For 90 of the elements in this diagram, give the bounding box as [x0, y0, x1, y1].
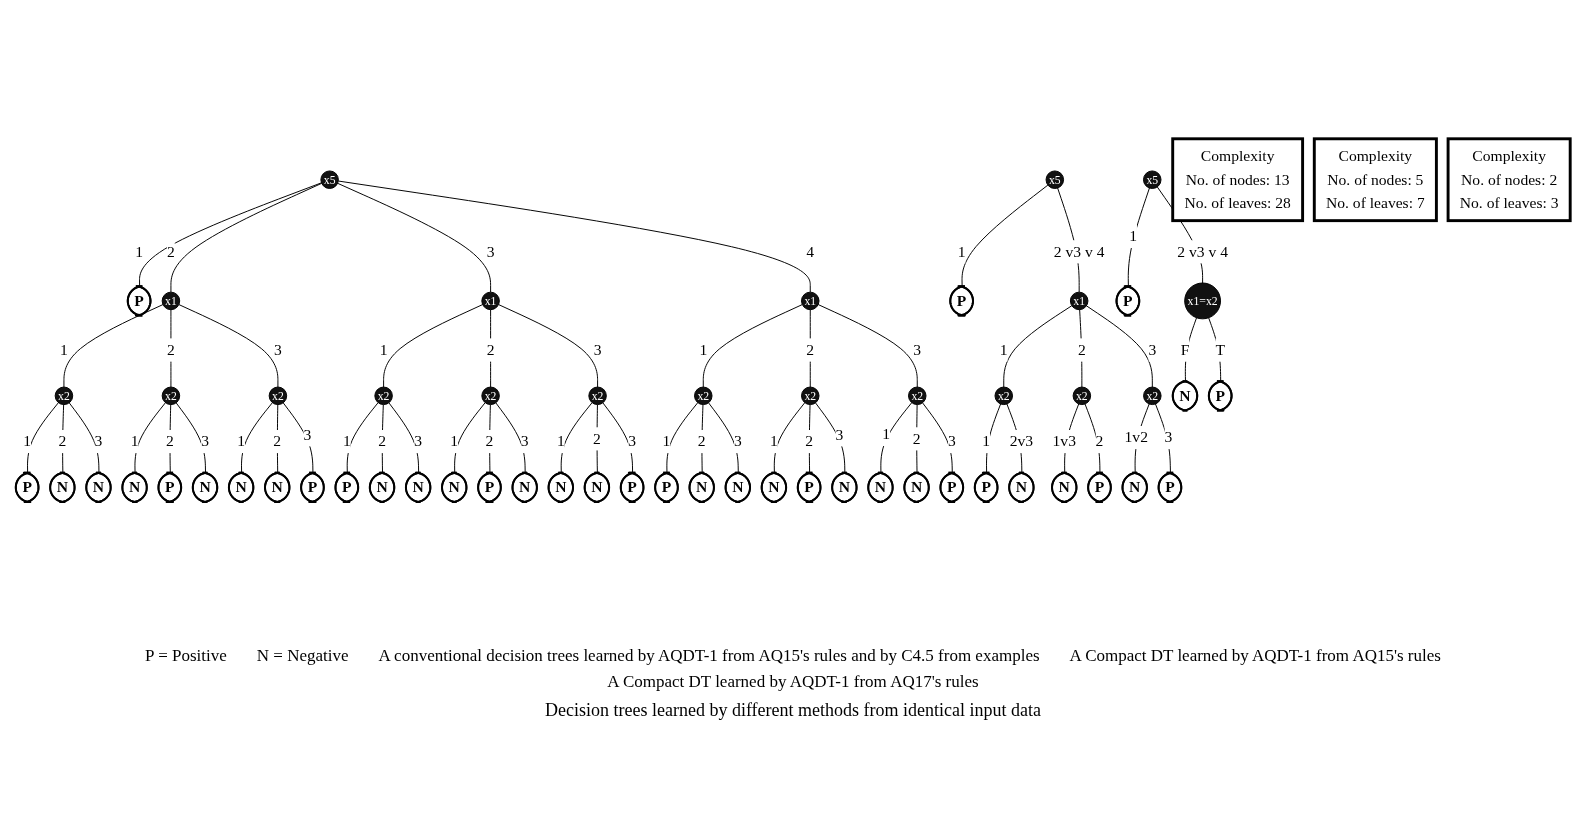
- edge-label: 2: [378, 429, 386, 453]
- complexity-box: Complexity No. of nodes: 13 No. of leaves: 28: [1171, 136, 1305, 222]
- leaf-node: P: [157, 471, 183, 503]
- caption: Decision trees learned by different methods from identical input data: [545, 700, 1041, 721]
- split-node: x2: [801, 386, 820, 405]
- note-text: P = Positive: [145, 646, 227, 666]
- edge-label: 2 v3 v 4: [1053, 239, 1105, 264]
- edge-label: 2 v3 v 4: [1177, 239, 1228, 264]
- leaf-node: N: [441, 471, 468, 503]
- split-node: x2: [908, 386, 927, 405]
- leaf-node: P: [939, 471, 965, 503]
- leaf-node: N: [583, 471, 611, 503]
- leaf-node: N: [831, 471, 858, 503]
- edge-label: 2: [593, 426, 601, 451]
- leaf-node: N: [511, 471, 538, 503]
- edge-label: 2: [805, 429, 814, 453]
- edge-label: 2: [806, 337, 815, 362]
- edge-label: 3: [1164, 425, 1173, 449]
- leaf-node: N: [1008, 471, 1035, 503]
- leaf-node: N: [1121, 471, 1148, 503]
- leaf-node: P: [1207, 379, 1233, 411]
- leaf-node: N: [867, 471, 894, 503]
- note-text: A Compact DT learned by AQDT-1 from AQ15's rules: [1069, 646, 1441, 666]
- split-node: x2: [161, 386, 181, 405]
- split-node: x2: [694, 386, 713, 405]
- split-node: x2: [1143, 386, 1162, 405]
- edge-label: 2: [273, 429, 282, 453]
- leaf-node: N: [49, 471, 76, 503]
- split-node: x1: [1069, 291, 1089, 310]
- split-node: x2: [481, 386, 500, 405]
- leaf-node: P: [619, 471, 645, 503]
- leaf-node: N: [724, 471, 751, 503]
- split-node: x1=x2: [1184, 282, 1221, 319]
- note-text: A Compact DT learned by AQDT-1 from AQ17's rules: [607, 672, 979, 692]
- leaf-node: P: [126, 284, 152, 317]
- leaf-node: P: [300, 471, 325, 503]
- split-node: x2: [588, 386, 607, 405]
- leaf-node: P: [334, 471, 360, 503]
- leaf-node: N: [547, 471, 574, 503]
- leaf-node: P: [796, 471, 822, 503]
- leaf-node: P: [14, 471, 40, 503]
- leaf-node: N: [264, 471, 291, 503]
- leaf-node: N: [1051, 471, 1078, 503]
- split-node: x2: [994, 386, 1013, 405]
- leaf-node: N: [191, 471, 219, 503]
- edge-label: 2: [58, 429, 67, 453]
- leaf-node: N: [1171, 379, 1199, 411]
- complexity-box: Complexity No. of nodes: 2 No. of leaves: 3: [1446, 136, 1572, 222]
- split-node: x1: [801, 291, 820, 310]
- edge-label: 2: [912, 426, 921, 451]
- edge-label: 2: [486, 337, 495, 362]
- edge-label: F: [1180, 337, 1190, 362]
- split-node: x2: [268, 386, 288, 405]
- leaf-node: P: [654, 471, 679, 503]
- edge-label: 1v3: [1052, 429, 1076, 453]
- edge-label: 2v3: [1009, 429, 1034, 453]
- split-node: x1: [481, 291, 500, 310]
- split-node: x2: [374, 386, 393, 405]
- split-node: x2: [1072, 386, 1092, 405]
- leaf-node: N: [903, 471, 930, 503]
- leaf-node: N: [688, 471, 715, 503]
- leaf-node: P: [477, 471, 502, 503]
- leaf-node: P: [1157, 471, 1183, 503]
- edge-label: 1: [1129, 224, 1137, 248]
- leaf-node: P: [949, 284, 974, 317]
- split-node: x5: [1045, 170, 1065, 189]
- leaf-node: N: [227, 471, 255, 503]
- edge-label: 2: [167, 337, 175, 362]
- leaf-node: N: [368, 471, 396, 503]
- split-node: x1: [161, 291, 181, 310]
- leaf-node: P: [1115, 284, 1141, 317]
- split-node: x5: [320, 170, 339, 189]
- note-text: A conventional decision trees learned by AQDT-1 from AQ15's rules and by C4.5 from examples: [378, 646, 1040, 666]
- edge-label: 2: [1077, 337, 1086, 362]
- edge-label: 2: [485, 429, 494, 453]
- edge-label: 2: [165, 429, 174, 453]
- leaf-node: P: [1087, 471, 1112, 503]
- leaf-node: N: [85, 471, 112, 503]
- split-node: x5: [1143, 170, 1162, 189]
- leaf-node: P: [973, 471, 999, 503]
- edge-label: T: [1215, 337, 1225, 362]
- edge-label: 2: [697, 429, 706, 453]
- complexity-box: Complexity No. of nodes: 5 No. of leaves: 7: [1312, 136, 1438, 222]
- edge-label: 1v2: [1124, 425, 1148, 449]
- split-node: x2: [54, 386, 74, 405]
- leaf-node: N: [404, 471, 432, 503]
- leaf-node: N: [121, 471, 148, 503]
- edge-label: 2: [1095, 429, 1104, 453]
- leaf-node: N: [760, 471, 788, 503]
- note-text: N = Negative: [256, 646, 349, 666]
